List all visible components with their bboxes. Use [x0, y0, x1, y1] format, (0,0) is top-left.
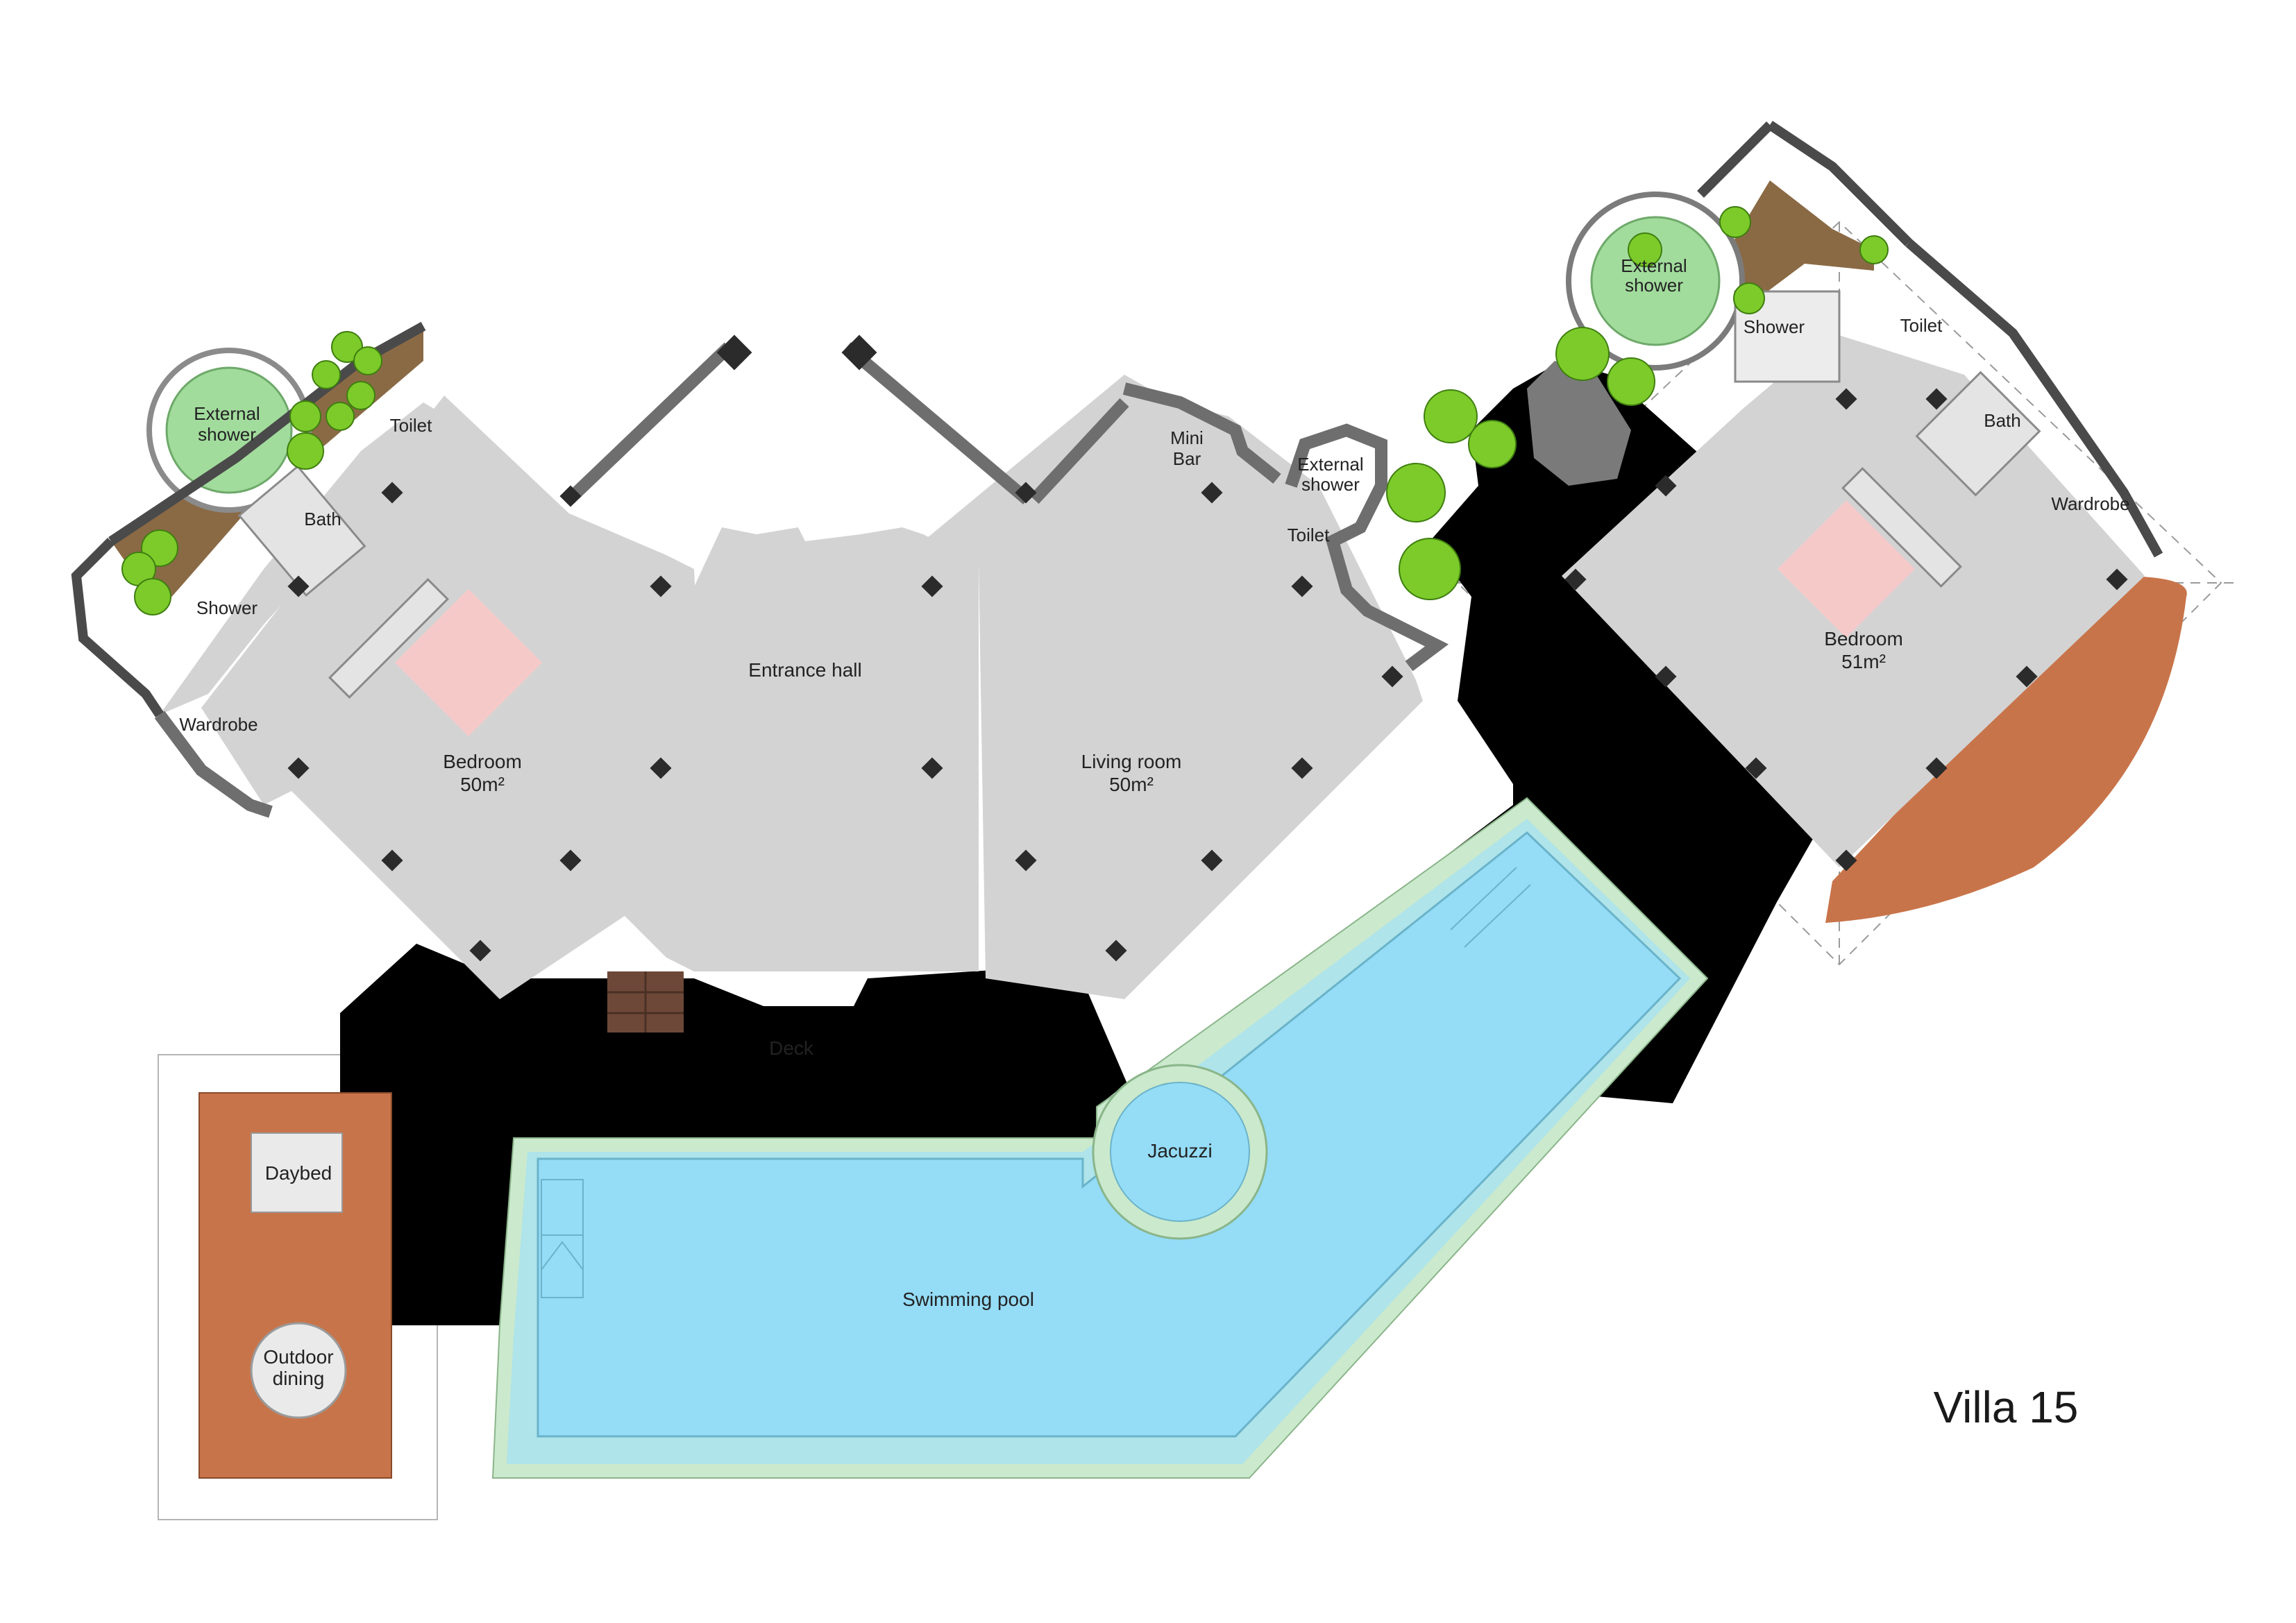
plant: [1607, 357, 1655, 406]
label-entrance-hall: Entrance hall: [748, 659, 861, 681]
pillar: [1105, 940, 1127, 962]
label-swimming-pool: Swimming pool: [902, 1289, 1034, 1310]
plant: [1628, 232, 1662, 267]
label-bath-left: Bath: [304, 509, 341, 529]
pillar: [1835, 388, 1857, 410]
label-wardrobe-left: Wardrobe: [179, 714, 258, 735]
pillar: [2106, 568, 2128, 590]
plant: [287, 432, 324, 470]
pillar: [287, 575, 310, 597]
bed-left: [394, 588, 543, 737]
plant: [1399, 538, 1461, 600]
bath-left: [237, 465, 366, 597]
jacuzzi-water: [1110, 1082, 1250, 1222]
label-bath-right: Bath: [1984, 410, 2021, 431]
label-bedroom-right-area: 51m²: [1841, 651, 1886, 672]
outdoor-dining-table[interactable]: [250, 1322, 347, 1419]
pillar: [1291, 757, 1313, 779]
pillar: [1925, 388, 1948, 410]
label-mini-bar-2: Bar: [1173, 448, 1201, 469]
pillar: [2016, 665, 2038, 688]
label-external-shower-right-2: shower: [1625, 275, 1683, 296]
pillar: [1564, 568, 1587, 590]
pool-steps: [541, 867, 1531, 1298]
label-external-shower-mid-1: External: [1297, 454, 1363, 475]
pillar: [1925, 757, 1948, 779]
label-toilet-left: Toilet: [390, 415, 432, 436]
vanity-right: [1841, 467, 1962, 588]
label-outdoor-dining-1: Outdoor: [263, 1346, 333, 1368]
plant: [353, 346, 382, 375]
pillar: [1201, 849, 1223, 872]
fixtures: [237, 290, 2041, 699]
label-shower-right: Shower: [1744, 316, 1805, 337]
garden-plants: [121, 206, 1889, 615]
label-external-shower-right-1: External: [1621, 255, 1687, 276]
right-garden: [1527, 180, 1874, 486]
plant: [1468, 420, 1517, 468]
pillar: [1655, 665, 1677, 688]
pillar: [921, 757, 943, 779]
bath-right: [1915, 371, 2041, 497]
plant: [1386, 463, 1446, 522]
label-external-shower-mid-2: shower: [1301, 474, 1360, 495]
plant: [1555, 327, 1610, 381]
plant: [134, 578, 171, 615]
right-external-shower: [1590, 216, 1721, 346]
label-mini-bar-1: Mini: [1170, 427, 1204, 448]
entrance-hall-floor: [625, 527, 979, 971]
daybed[interactable]: [251, 1132, 343, 1213]
plant: [312, 360, 341, 389]
plant: [331, 331, 363, 363]
pool-area: [491, 797, 1709, 1479]
room-labels: Entrance hall Living room 50m² Bedroom 5…: [179, 255, 2129, 1432]
label-toilet-right: Toilet: [1900, 315, 1943, 336]
label-bedroom-left: Bedroom: [443, 751, 522, 772]
left-external-shower: [165, 366, 293, 494]
pillar: [1015, 849, 1037, 872]
pillar-top-left: [716, 334, 752, 371]
boulder: [1527, 361, 1631, 486]
pillar: [1655, 475, 1677, 497]
label-external-shower-left-2: shower: [198, 424, 256, 445]
label-deck: Deck: [769, 1037, 814, 1059]
label-toilet-mid: Toilet: [1288, 525, 1330, 545]
plant: [1859, 235, 1889, 264]
swimming-pool-water: [537, 831, 1682, 1438]
vanity-left: [328, 578, 449, 699]
plant: [1424, 389, 1478, 443]
plant: [346, 381, 375, 410]
plant: [1733, 282, 1765, 314]
pillar: [287, 757, 310, 779]
label-wardrobe-right: Wardrobe: [2051, 493, 2129, 514]
pillar: [1835, 849, 1857, 872]
left-garden: [111, 326, 423, 611]
label-bedroom-left-area: 50m²: [460, 774, 505, 795]
label-living-room: Living room: [1081, 751, 1182, 772]
pillar: [1745, 757, 1767, 779]
living-room-floor: [923, 375, 1423, 999]
pillar-top-right: [841, 334, 877, 371]
label-shower-left: Shower: [196, 597, 258, 618]
plant: [1719, 206, 1751, 238]
plant: [289, 400, 321, 432]
label-jacuzzi: Jacuzzi: [1147, 1140, 1212, 1162]
label-living-room-area: 50m²: [1109, 774, 1154, 795]
label-outdoor-dining-2: dining: [273, 1368, 325, 1389]
label-daybed: Daybed: [265, 1162, 332, 1184]
label-external-shower-left-1: External: [194, 403, 260, 424]
page-title: Villa 15: [1934, 1382, 2079, 1432]
label-bedroom-right: Bedroom: [1824, 628, 1903, 649]
plant: [326, 402, 355, 431]
deck-terrace-right: [1825, 576, 2187, 923]
